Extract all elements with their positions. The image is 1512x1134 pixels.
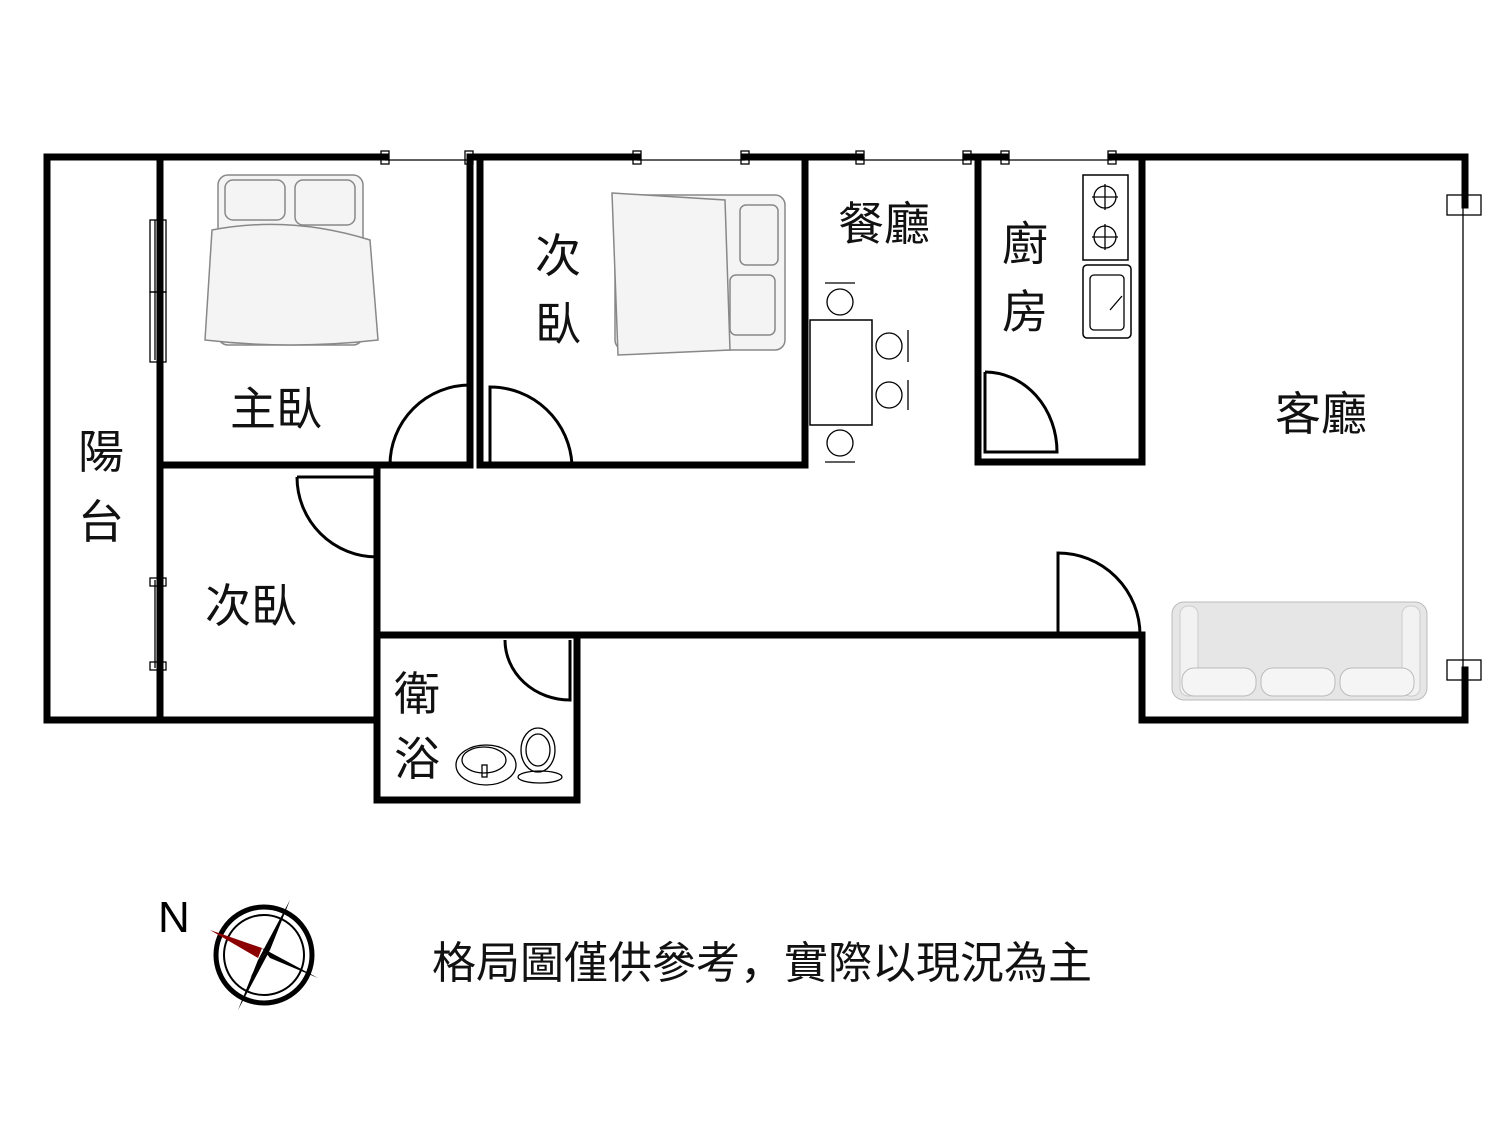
label-dining: 餐廳 xyxy=(838,197,930,251)
label-bathroom-char-1: 衛 xyxy=(394,667,440,721)
label-balcony-char-1: 陽 xyxy=(78,425,124,479)
kitchen-sink xyxy=(1082,264,1132,339)
label-second-bedroom-char-1: 次 xyxy=(535,229,581,283)
master-bed xyxy=(204,174,379,346)
windows xyxy=(149,150,1482,681)
walls xyxy=(43,153,1469,804)
compass-rose-icon xyxy=(210,900,318,1010)
door-master-bedroom xyxy=(388,383,472,466)
dining-set xyxy=(809,282,909,463)
door-kitchen xyxy=(983,370,1059,454)
label-bathroom-char-2: 浴 xyxy=(394,732,440,786)
doors xyxy=(295,370,1142,702)
door-living xyxy=(1056,551,1142,636)
disclaimer-text: 格局圖僅供參考，實際以現況為主 xyxy=(432,938,1092,989)
label-master-bedroom: 主臥 xyxy=(230,382,322,436)
north-label: N xyxy=(158,893,190,942)
sofa xyxy=(1171,601,1428,701)
label-kitchen-char-1: 廚 xyxy=(1002,217,1048,271)
door-third-bedroom xyxy=(295,475,379,559)
compass: N xyxy=(158,893,318,1010)
label-living: 客廳 xyxy=(1275,387,1367,441)
label-second-bedroom-char-2: 臥 xyxy=(535,297,581,351)
second-bed xyxy=(611,192,786,356)
label-balcony-char-2: 台 xyxy=(78,495,124,549)
kitchen-stove xyxy=(1082,174,1129,261)
bathroom-fixtures xyxy=(455,727,563,786)
door-bathroom xyxy=(503,639,572,702)
label-kitchen-char-2: 房 xyxy=(1002,285,1048,339)
label-third-bedroom: 次臥 xyxy=(205,579,297,633)
door-second-bedroom xyxy=(488,385,574,466)
